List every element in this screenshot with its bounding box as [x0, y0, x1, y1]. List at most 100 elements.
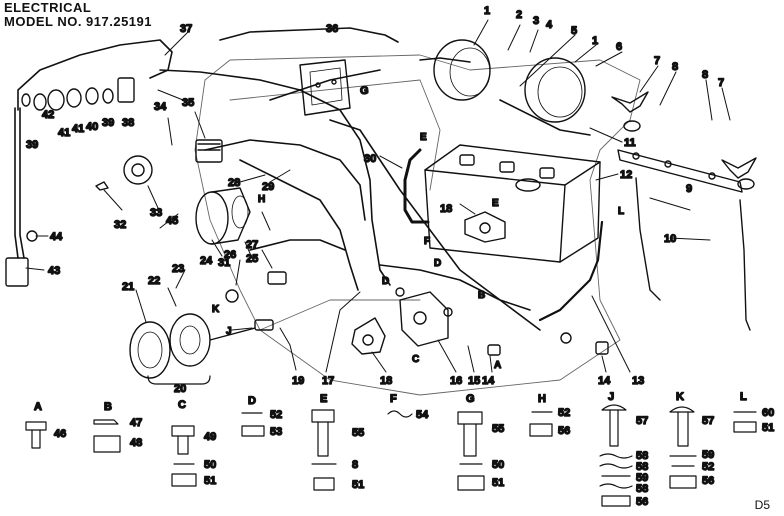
callout-label: 27: [246, 239, 258, 251]
callout-label: G: [360, 85, 369, 97]
hardware-part-number: 56: [558, 425, 570, 437]
hardware-group-c: [171, 425, 197, 487]
hardware-part-number: 58: [636, 461, 648, 473]
hardware-part-number: 54: [416, 409, 429, 421]
callout-label: 41: [58, 127, 70, 139]
hardware-part-number: 55: [492, 423, 504, 435]
hardware-part-number: 56: [636, 496, 648, 508]
callout-label: 20: [174, 383, 186, 395]
ignition-coil: [195, 187, 251, 245]
callout-label: 3: [533, 15, 539, 27]
hardware-group-letter: L: [740, 391, 747, 403]
hardware-part-number: 55: [352, 427, 364, 439]
callout-label: 28: [228, 177, 240, 189]
callout-label: 8: [702, 69, 708, 81]
starter-mount: [351, 317, 386, 355]
hardware-group-e: [311, 409, 337, 491]
callout-label: 23: [172, 263, 184, 275]
battery: [424, 144, 601, 263]
callout-label: 16: [450, 375, 462, 387]
callout-label: A: [494, 360, 501, 371]
hardware-group-letter: C: [178, 399, 186, 411]
starter-solenoid: [395, 287, 453, 347]
callout-label: 31: [218, 257, 230, 269]
battery-cable-positive: [403, 148, 430, 224]
callout-label: F: [424, 236, 430, 247]
hardware-group-letter: A: [34, 401, 42, 413]
callout-label: 22: [148, 275, 160, 287]
callout-label: 24: [200, 255, 213, 267]
callout-labels: 1 2 3 4 5 1 6 7 8 8 7 11 12 9 10 37 36 G…: [25, 4, 725, 395]
callout-label: 35: [182, 97, 194, 109]
toggle-switch: [225, 271, 287, 303]
hardware-part-number: 52: [702, 461, 714, 473]
hardware-part-number: 53: [270, 426, 282, 438]
callout-label: 41: [72, 123, 84, 135]
ignition-switch: [95, 155, 153, 191]
callout-label: 21: [122, 281, 134, 293]
hardware-group-k: [669, 406, 697, 489]
hardware-group-letter: F: [390, 393, 397, 405]
hardware-group-j: [599, 404, 633, 507]
callout-label: 7: [654, 55, 660, 67]
callout-label: 42: [42, 109, 54, 121]
hardware-part-number: 51: [762, 422, 774, 434]
callout-label: K: [212, 304, 220, 315]
hardware-part-number: 51: [352, 479, 364, 491]
callout-label: 37: [180, 23, 192, 35]
hardware-group-letter: B: [104, 401, 112, 413]
callout-label: 26: [224, 249, 236, 261]
hardware-part-number: 52: [270, 409, 282, 421]
callout-label: 33: [150, 207, 162, 219]
callout-label: 39: [102, 117, 114, 129]
hardware-group-a: [25, 421, 47, 449]
hardware-part-number: 60: [762, 407, 774, 419]
hardware-part-number: 8: [352, 459, 358, 471]
hardware-group-d: [241, 412, 265, 437]
hardware-part-number: 51: [492, 477, 504, 489]
callout-label: 6: [616, 41, 622, 53]
group-bracket: [147, 375, 211, 385]
callout-label: 7: [718, 77, 724, 89]
hardware-group-letter: E: [320, 393, 327, 405]
diagram-title: ELECTRICAL: [4, 0, 92, 15]
callout-label: 40: [86, 121, 98, 133]
callout-label: D: [434, 258, 441, 269]
hardware-part-number: 57: [636, 415, 648, 427]
hardware-labels: A 46 B 47 48 C 49 50 51 D 52 53 E 55 8 5…: [33, 390, 775, 508]
callout-label: 5: [571, 25, 577, 37]
frame-outline: [194, 54, 641, 396]
callout-label: 14: [482, 375, 495, 387]
callout-label: 34: [154, 101, 167, 113]
hardware-part-number: 46: [54, 428, 66, 440]
hardware-group-b: [93, 419, 121, 453]
hardware-group-letter: J: [608, 391, 614, 403]
callout-label: B: [478, 290, 485, 301]
callout-label: 44: [50, 231, 63, 243]
sheet-identifier: D5: [754, 498, 770, 512]
hardware-group-g: [457, 411, 485, 491]
callout-label: 36: [326, 23, 338, 35]
callout-label: 19: [292, 375, 304, 387]
switch-block: [195, 139, 223, 163]
hardware-part-number: 52: [558, 407, 570, 419]
callout-label: 15: [468, 375, 480, 387]
hardware-group-letter: K: [676, 391, 684, 403]
callout-label: 17: [322, 375, 334, 387]
voltage-regulator: [299, 59, 351, 116]
hardware-group-f: [387, 410, 413, 418]
callout-label: 38: [122, 117, 134, 129]
callout-label: 1: [484, 5, 490, 17]
callout-label: 4: [546, 19, 553, 31]
callout-label: C: [412, 354, 419, 365]
callout-label: 32: [114, 219, 126, 231]
hardware-group-l: [733, 411, 757, 433]
hardware-part-number: 50: [204, 459, 216, 471]
callout-label: 29: [262, 181, 274, 193]
battery-holddown: [464, 211, 506, 243]
callout-label: L: [618, 206, 624, 217]
headlight-bracket: [617, 149, 743, 193]
hardware-group-h: [529, 411, 553, 437]
